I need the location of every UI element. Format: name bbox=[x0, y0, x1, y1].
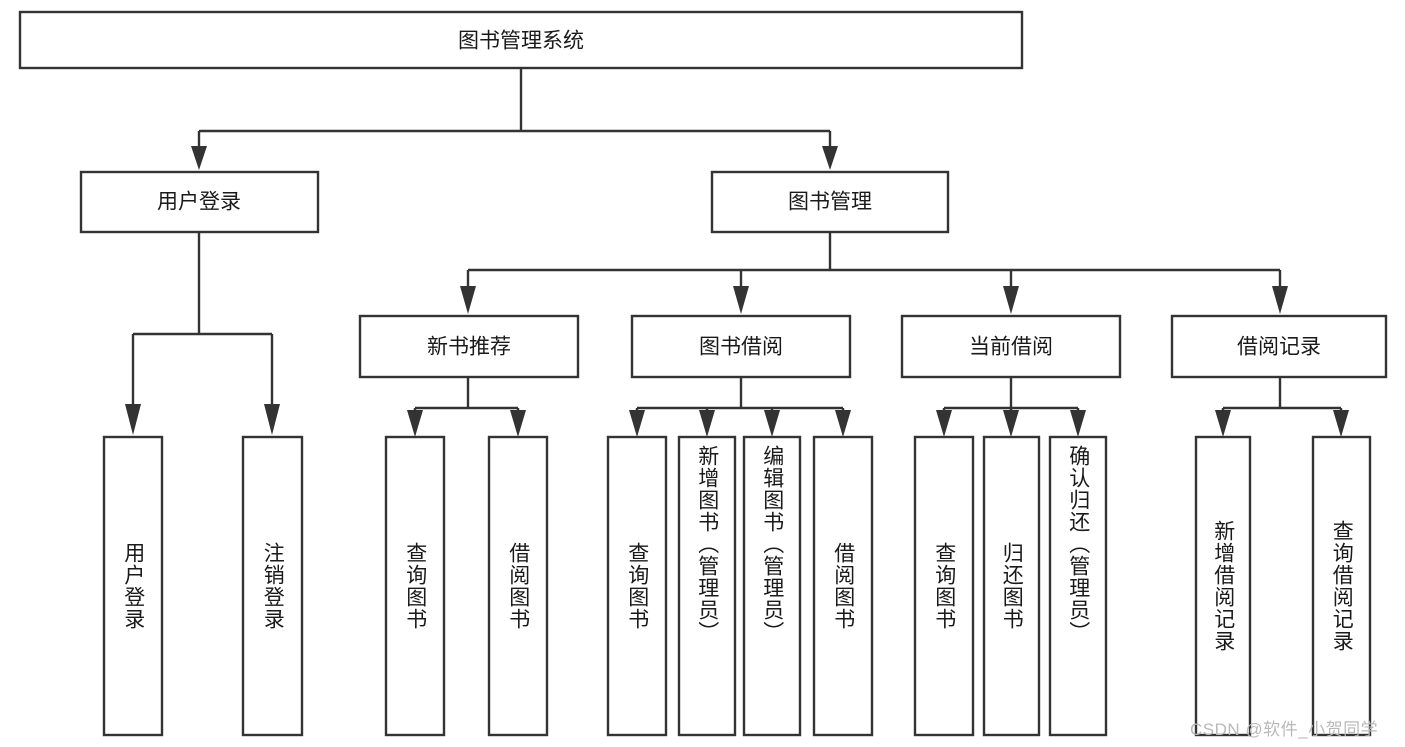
node-current-borrow-label: 当前借阅 bbox=[969, 336, 1053, 359]
leaf-box-bb-borrow-book[interactable] bbox=[812, 435, 874, 737]
node-layer: 图书管理系统 用户登录 图书管理 新书推荐 图书借阅 当前借阅 借阅记录 bbox=[18, 10, 1388, 737]
leaf-box-nb-query-book[interactable] bbox=[384, 435, 446, 737]
node-user-login-label: 用户登录 bbox=[157, 191, 241, 214]
arrow-head-cb-leaf-3 bbox=[1070, 410, 1086, 437]
node-book-borrow-box[interactable] bbox=[630, 314, 852, 379]
arrow-head-bb-leaf-2 bbox=[699, 410, 715, 437]
node-current-borrow-box[interactable] bbox=[900, 314, 1122, 379]
arrow-head-new-book bbox=[460, 286, 476, 314]
arrow-head-nb-leaf-2 bbox=[510, 410, 526, 437]
leaf-box-cb-return-book[interactable] bbox=[982, 435, 1041, 737]
node-borrow-record-box[interactable] bbox=[1170, 314, 1388, 379]
node-book-mgmt-label: 图书管理 bbox=[788, 191, 872, 214]
arrow-head-cb-leaf-2 bbox=[1003, 410, 1019, 437]
arrow-head-book-mgmt bbox=[822, 146, 838, 170]
arrow-head-nb-leaf-1 bbox=[407, 410, 423, 437]
arrow-head-user-login bbox=[191, 146, 207, 170]
arrow-head-bb-leaf-1 bbox=[629, 410, 645, 437]
leaf-box-cb-confirm-return[interactable] bbox=[1048, 435, 1108, 737]
leaf-box-logout[interactable] bbox=[241, 435, 304, 737]
node-book-mgmt-box[interactable] bbox=[710, 170, 950, 234]
leaf-box-br-add-record[interactable] bbox=[1194, 435, 1252, 737]
node-borrow-record-label: 借阅记录 bbox=[1237, 336, 1321, 359]
node-book-borrow-label: 图书借阅 bbox=[699, 336, 783, 359]
node-root-label: 图书管理系统 bbox=[458, 30, 584, 53]
leaf-box-nb-borrow-book[interactable] bbox=[487, 435, 549, 737]
arrow-head-cb-leaf-1 bbox=[936, 410, 952, 437]
node-user-login-box[interactable] bbox=[79, 170, 320, 234]
connector-layer bbox=[125, 68, 1349, 437]
leaf-box-br-query-record[interactable] bbox=[1311, 435, 1372, 737]
arrow-head-leaf-logout bbox=[264, 404, 280, 435]
node-root-box[interactable] bbox=[18, 10, 1024, 70]
arrow-head-bb-leaf-4 bbox=[835, 410, 851, 437]
arrow-head-bb-leaf-3 bbox=[764, 410, 780, 437]
arrow-head-borrow-record bbox=[1272, 286, 1288, 314]
leaf-box-bb-add-book[interactable] bbox=[677, 435, 737, 737]
csdn-watermark: CSDN @软件_小贺同学 bbox=[1190, 720, 1379, 739]
arrow-head-br-leaf-2 bbox=[1333, 410, 1349, 437]
leaf-box-bb-edit-book[interactable] bbox=[742, 435, 802, 737]
arrow-head-leaf-user-login bbox=[125, 404, 141, 435]
arrow-head-book-borrow bbox=[733, 286, 749, 314]
leaf-box-bb-query-book[interactable] bbox=[606, 435, 668, 737]
arrow-head-br-leaf-1 bbox=[1215, 410, 1231, 437]
node-new-book-recommend-label: 新书推荐 bbox=[427, 336, 511, 359]
arrow-head-current-borrow bbox=[1003, 286, 1019, 314]
leaf-box-user-login[interactable] bbox=[102, 435, 164, 737]
node-new-book-recommend-box[interactable] bbox=[358, 314, 580, 379]
leaf-box-cb-query-book[interactable] bbox=[913, 435, 975, 737]
